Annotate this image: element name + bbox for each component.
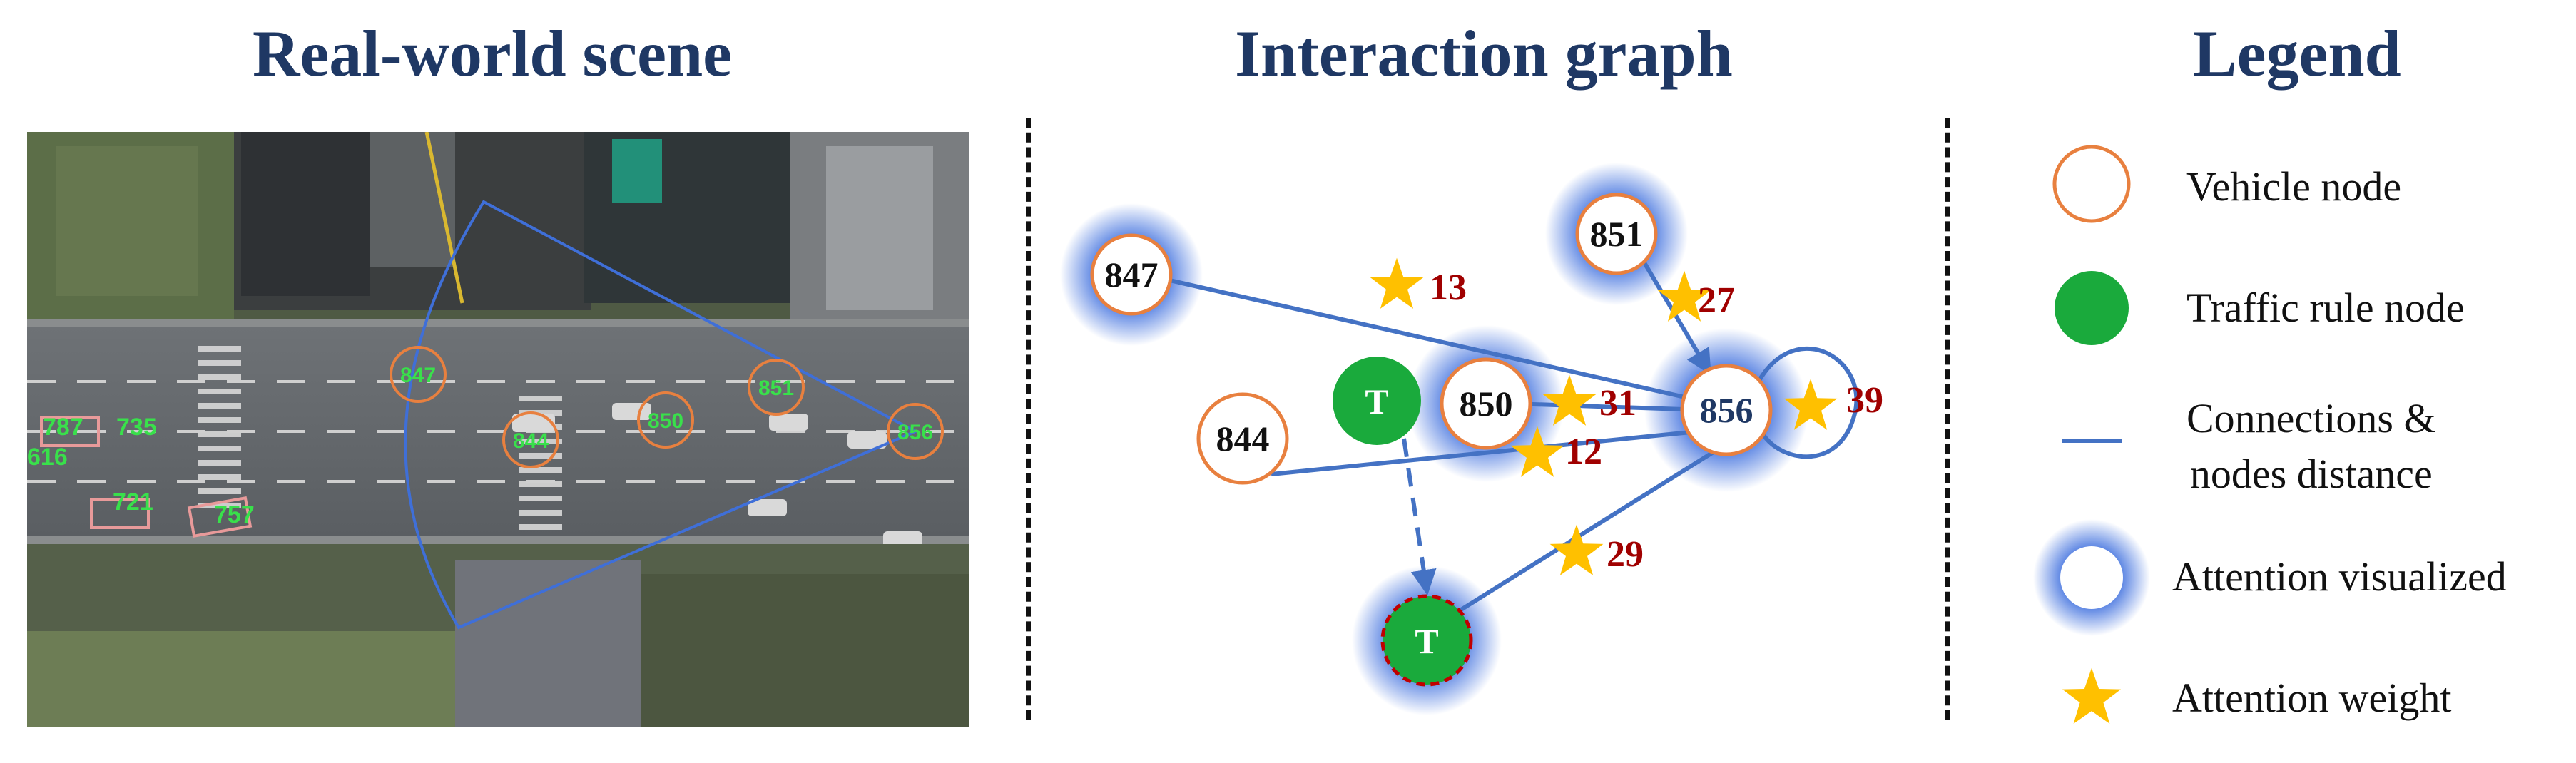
legend-traffic-rule-node-label: Traffic rule node — [2186, 285, 2465, 331]
scene-bg-616: 616 — [27, 444, 68, 471]
scene-bg-757: 757 — [214, 501, 255, 528]
scene-vehicle-851: 851 — [758, 377, 794, 400]
legend-connections-label: Connections & nodes distance — [2186, 391, 2436, 502]
edge-856-self — [1753, 346, 1859, 459]
legend-attention-weight-label: Attention weight — [2172, 675, 2452, 721]
rule-node-t1 — [1333, 357, 1421, 445]
node-847 — [1090, 233, 1173, 316]
weight-12: 12 — [1565, 431, 1602, 472]
weight-29: 29 — [1607, 534, 1644, 575]
scene-vehicle-844: 844 — [513, 429, 549, 453]
star-icon-29 — [1549, 524, 1604, 575]
weight-31: 31 — [1599, 383, 1636, 424]
legend-title: Legend — [2193, 17, 2401, 90]
scene-vehicle-847: 847 — [400, 364, 436, 387]
edge-844-856 — [1271, 429, 1699, 476]
node-851-label: 851 — [1590, 214, 1644, 254]
scene-bg-721: 721 — [113, 488, 153, 516]
scene-title: Real-world scene — [253, 17, 732, 90]
edge-t1-t2 — [1402, 438, 1437, 596]
legend-vehicle-node-label: Vehicle node — [2186, 163, 2402, 210]
rule-node-t2 — [1380, 594, 1473, 687]
legend-attention-visualized-label: Attention visualized — [2172, 553, 2507, 600]
node-856 — [1680, 364, 1773, 456]
node-850 — [1440, 357, 1532, 450]
legend-connections-line1: Connections & — [2186, 395, 2436, 441]
star-icon-13 — [1370, 257, 1424, 309]
weight-39: 39 — [1846, 380, 1883, 421]
real-world-scene-image: 847 844 850 851 856 787 735 616 721 757 — [27, 132, 969, 727]
node-850-label: 850 — [1460, 384, 1513, 424]
legend-connections-line2: nodes distance — [2189, 451, 2433, 497]
interaction-graph: 847 851 844 850 856 T T 13 27 31 39 12 2… — [1060, 163, 1883, 715]
node-844 — [1196, 392, 1289, 485]
scene-bg-787: 787 — [43, 414, 83, 441]
node-844-label: 844 — [1216, 419, 1270, 459]
edge-850-856 — [1512, 401, 1684, 411]
rule-node-t2-label: T — [1415, 621, 1438, 661]
weight-13: 13 — [1430, 267, 1467, 308]
divider-left — [1026, 118, 1031, 720]
weight-27: 27 — [1698, 280, 1735, 321]
rule-node-t1-label: T — [1365, 382, 1388, 421]
node-851 — [1575, 193, 1658, 275]
scene-vehicle-850: 850 — [648, 409, 683, 433]
legend-icons — [2033, 145, 2150, 724]
legend-star-icon — [2062, 667, 2122, 724]
node-856-label: 856 — [1700, 390, 1753, 430]
edge-847-856 — [1166, 277, 1695, 401]
legend-vehicle-node-icon — [2052, 145, 2131, 223]
scene-bg-735: 735 — [116, 414, 157, 441]
legend-attention-visualized-icon — [2060, 546, 2123, 609]
edge-t2-856 — [1454, 449, 1717, 615]
scene-vehicle-856: 856 — [897, 421, 933, 444]
legend-traffic-rule-node-icon — [2055, 271, 2129, 345]
graph-title: Interaction graph — [1235, 17, 1733, 90]
node-847-label: 847 — [1105, 255, 1159, 295]
divider-right — [1945, 118, 1950, 720]
